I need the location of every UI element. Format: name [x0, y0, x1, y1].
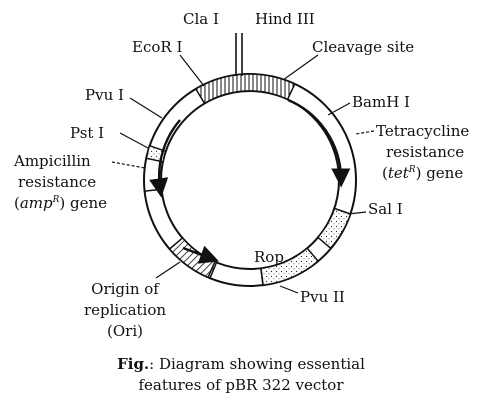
figure-caption-line1: Fig.: Diagram showing essential — [117, 355, 365, 373]
label-bamh1: BamH I — [352, 93, 410, 111]
label-tet-line3: (tetR) gene — [382, 164, 464, 182]
leader-ecor — [179, 54, 205, 87]
label-sal1: Sal I — [368, 200, 403, 218]
figure-caption-line2: features of pBR 322 vector — [138, 376, 344, 394]
leader-cleavage — [282, 54, 319, 81]
label-ori-line2: replication — [83, 301, 167, 319]
cleavage-region-segment — [194, 73, 296, 105]
label-tet-line1: Tetracycline — [376, 122, 470, 140]
label-pvu2: Pvu II — [300, 288, 345, 306]
label-cleavage-site: Cleavage site — [312, 38, 415, 56]
ring-divider — [144, 188, 162, 192]
label-hind3: Hind III — [255, 10, 315, 28]
label-ecor1: EcoR I — [132, 38, 183, 56]
label-ori-line3: (Ori) — [107, 322, 143, 340]
ring-divider — [260, 268, 264, 286]
label-ori-line1: Origin of — [91, 280, 159, 298]
rop-gene-arrow — [182, 245, 220, 264]
label-pvu1: Pvu I — [85, 86, 124, 104]
amp-gene-arrow — [149, 119, 181, 198]
label-cla1: Cla I — [183, 10, 219, 28]
leader-pvu2 — [279, 285, 299, 294]
label-rop: Rop — [254, 248, 284, 266]
label-tet-line2: resistance — [386, 143, 465, 161]
leader-sal — [347, 211, 367, 215]
ring-divider — [207, 261, 216, 278]
label-pst1: Pst I — [70, 124, 105, 142]
label-amp-line3: (ampR) gene — [14, 194, 108, 212]
label-amp-line1: Ampicillin — [14, 152, 91, 170]
label-amp-line2: resistance — [18, 173, 97, 191]
leader-tet — [355, 130, 375, 135]
leader-pvu1 — [129, 97, 163, 119]
sal-region-segment — [316, 207, 352, 250]
tet-gene-arrow — [287, 98, 351, 188]
leader-pst — [119, 132, 149, 149]
leader-bamh — [327, 102, 351, 116]
plasmid-ring-inner — [160, 90, 340, 270]
leader-ori — [155, 261, 181, 279]
leader-amp — [111, 161, 146, 169]
